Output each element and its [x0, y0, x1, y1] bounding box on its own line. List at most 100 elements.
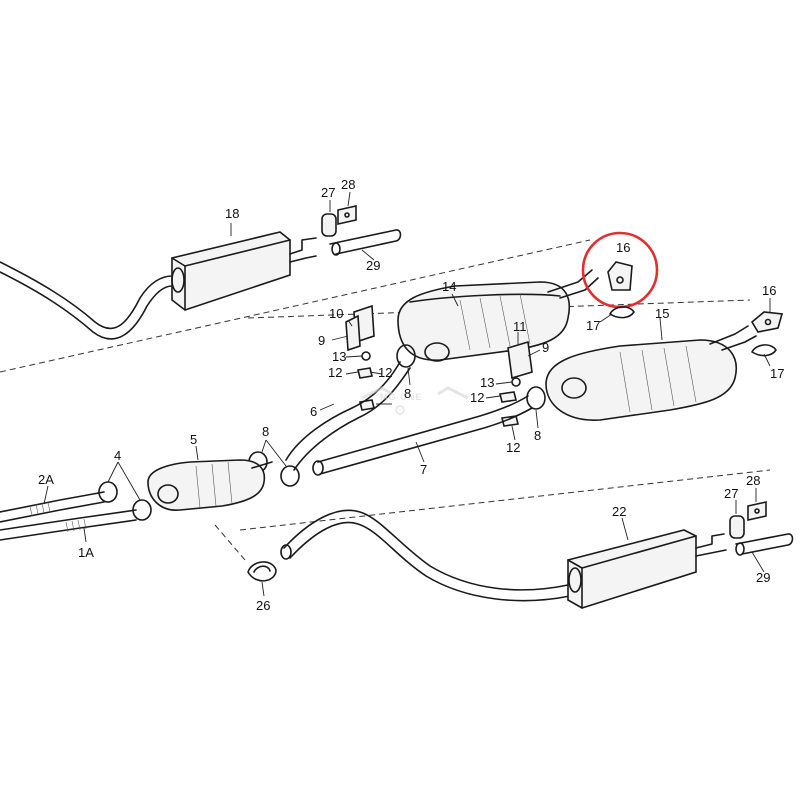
tailpipe-curve-bottom	[283, 509, 569, 591]
tailpipe-29-top	[329, 229, 402, 255]
washer-12-right-a	[499, 391, 517, 403]
group-dash-line-left	[214, 524, 246, 561]
clamp-16-right-hole	[764, 318, 772, 326]
rear-silencer-bottom-assembly	[280, 509, 727, 609]
front-pipe-1A-upper	[0, 509, 137, 531]
label-8-right: 8	[534, 428, 541, 443]
washer-12-left-a	[357, 367, 373, 379]
label-8-upper: 8	[404, 386, 411, 401]
clamp-16-hole	[616, 276, 624, 284]
front-pipe-1A	[0, 509, 137, 541]
label-17-left: 17	[586, 318, 600, 333]
silencer-15-outlet-b	[721, 335, 757, 351]
label-17-right: 17	[770, 366, 784, 381]
silencer-15-body	[545, 339, 737, 421]
tailpipe-curve-bottom-inner	[289, 521, 571, 602]
silencer-14-hatch	[459, 293, 531, 351]
label-28-top: 28	[341, 177, 355, 192]
label-12-left-a: 12	[328, 365, 342, 380]
silencer-14-body	[397, 281, 571, 361]
tailpipe-curve-top-left-inner	[0, 271, 173, 340]
bracket-28-bottom	[747, 501, 767, 521]
label-7: 7	[420, 462, 427, 477]
silencer-15-outlet	[709, 325, 749, 345]
pipe-7-lower	[319, 407, 533, 475]
silencer-18-outlet-pipe-lower	[289, 255, 317, 263]
silencer-15-hatch	[619, 345, 697, 413]
washer-12-left-b	[359, 399, 375, 411]
tailpipe-29-bottom-end	[735, 542, 745, 556]
silencer-14-outlet-b	[559, 277, 599, 299]
tailpipe-29-top-end	[331, 242, 341, 256]
rear-silencer-top-assembly	[0, 231, 317, 340]
silencer-5-hatch	[195, 461, 233, 509]
silencer-15-inlet	[561, 377, 587, 399]
front-pipe-2A-upper	[0, 491, 105, 513]
label-6: 6	[310, 404, 317, 419]
label-16-right: 16	[762, 283, 776, 298]
mount-27-28-bottom	[729, 501, 794, 556]
label-13-left: 13	[332, 349, 346, 364]
bracket-28-bottom-hole	[754, 508, 760, 514]
silencer-22-outlet-pipe-lower	[695, 549, 727, 557]
bracket-28-top	[337, 205, 357, 225]
front-pipe-2A	[0, 491, 105, 523]
bracket-17-left	[609, 306, 635, 319]
watermark-logo: MG ONE	[361, 386, 469, 415]
silencer-18-outlet-pipe	[289, 237, 317, 255]
label-14: 14	[442, 279, 456, 294]
silencer-14-outlet	[547, 269, 593, 293]
silencer-5-assembly	[147, 459, 273, 511]
label-12-left-b: 12	[378, 365, 392, 380]
clamp-16-right-shape	[750, 311, 784, 333]
silencer-15-assembly	[545, 325, 757, 421]
label-9-right: 9	[542, 340, 549, 355]
clamp-8-right	[526, 386, 546, 410]
mount-27-28-top	[321, 205, 402, 256]
pipe-6-upper	[285, 361, 401, 461]
silencer-5-inlet	[157, 484, 179, 504]
bracket-17-parts	[609, 306, 777, 357]
clamp-16-shape	[607, 261, 633, 291]
silencer-22-outlet-pipe	[695, 533, 725, 549]
group-dash-line-low	[239, 469, 771, 531]
label-18: 18	[225, 206, 239, 221]
leader-lines	[43, 191, 771, 597]
label-27-top: 27	[321, 185, 335, 200]
silencer-18-body	[171, 231, 291, 311]
label-22: 22	[612, 504, 626, 519]
hanger-9-left	[345, 314, 361, 352]
clamp-26-shape	[247, 561, 277, 582]
label-29-bottom: 29	[756, 570, 770, 585]
label-8-left: 8	[262, 424, 269, 439]
label-28-bottom: 28	[746, 473, 760, 488]
label-29-top: 29	[366, 258, 380, 273]
rubber-mount-27-bottom	[729, 515, 745, 539]
rubber-mount-27-top	[321, 213, 337, 237]
label-11: 11	[513, 319, 527, 334]
front-pipe-2A-lower	[0, 501, 105, 523]
front-pipe-1A-bellows	[65, 518, 87, 533]
label-12-right-a: 12	[470, 390, 484, 405]
label-26: 26	[256, 598, 270, 613]
pipe-6-lower	[293, 367, 411, 471]
label-4: 4	[114, 448, 121, 463]
label-27-bottom: 27	[724, 486, 738, 501]
clamp-26	[247, 561, 277, 582]
tailpipe-curve-top-left	[0, 261, 173, 330]
watermark-text: MG ONE	[380, 392, 423, 402]
hanger-11-9-right	[499, 340, 533, 427]
clamp-26-inner	[253, 565, 271, 573]
label-15: 15	[655, 306, 669, 321]
clamp-16-right	[750, 311, 784, 333]
hanger-11	[507, 340, 533, 380]
silencer-5-outlet	[251, 461, 273, 469]
bracket-28-top-hole	[344, 212, 350, 218]
silencer-22-inlet	[568, 567, 582, 593]
label-5: 5	[190, 432, 197, 447]
label-13-right: 13	[480, 375, 494, 390]
label-16-highlighted: 16	[616, 240, 630, 255]
group-dash-line-top	[0, 239, 591, 373]
